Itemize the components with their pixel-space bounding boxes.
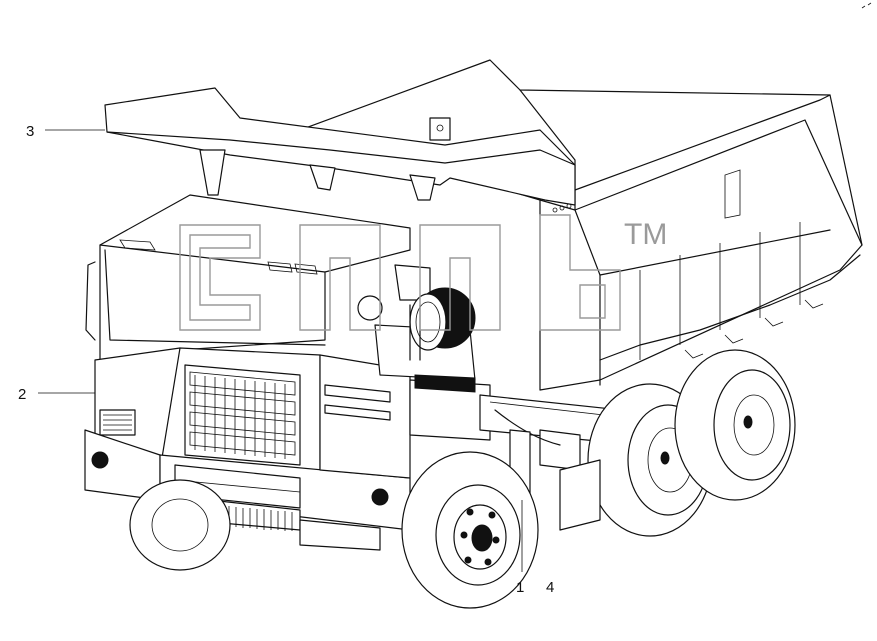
radiator-grille xyxy=(184,364,301,466)
callout-1: 1 xyxy=(516,500,524,596)
callout-4: 4 xyxy=(546,579,554,596)
callout-label-2: 2 xyxy=(18,386,26,403)
corner-mark xyxy=(861,2,872,9)
callout-label-4: 4 xyxy=(546,579,554,596)
watermark-logo: TM xyxy=(179,214,667,331)
rear-wheel-2 xyxy=(674,349,796,501)
canopy-beam xyxy=(104,87,576,213)
front-right-wheel xyxy=(401,451,539,609)
callout-2: 2 xyxy=(18,386,95,403)
callout-label-3: 3 xyxy=(26,123,34,140)
watermark-tm: TM xyxy=(624,218,667,251)
engine-unit xyxy=(357,264,491,441)
callout-label-1: 1 xyxy=(516,579,524,596)
cab xyxy=(85,194,411,361)
callout-3: 3 xyxy=(26,123,105,140)
front-left-wheel xyxy=(129,479,231,571)
